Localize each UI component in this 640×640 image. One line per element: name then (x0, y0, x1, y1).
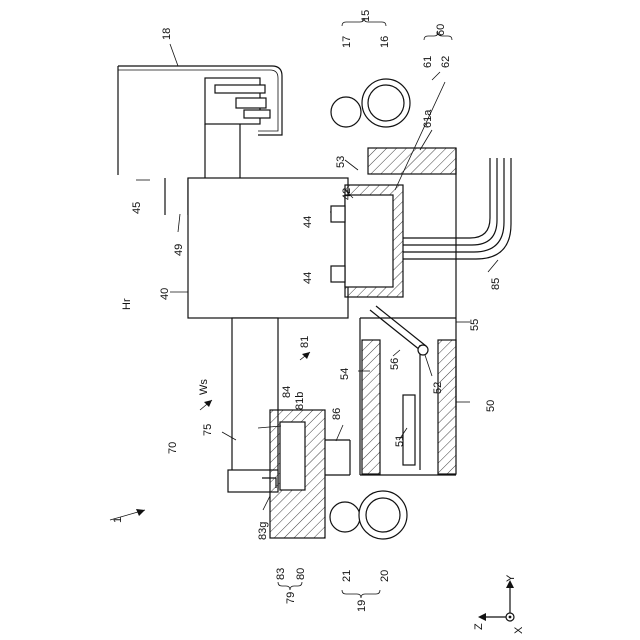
label-61: 61 (422, 56, 434, 68)
label-21: 21 (341, 570, 353, 582)
label-19: 19 (356, 600, 368, 612)
label-18: 18 (161, 28, 173, 40)
brace-79 (278, 582, 302, 590)
roller-pair-19 (330, 491, 407, 539)
coordinate-axes (478, 580, 514, 621)
label-79: 79 (285, 592, 297, 604)
label-44b: 44 (302, 272, 314, 284)
label-75: 75 (202, 424, 214, 436)
label-42: 42 (341, 188, 353, 200)
label-81: 81 (299, 336, 311, 348)
label-1: 1 (112, 517, 124, 523)
axis-label-z: Z (473, 623, 485, 630)
label-52: 52 (432, 382, 444, 394)
label-83g: 83g (257, 522, 269, 540)
label-83: 83 (275, 568, 287, 580)
label-85: 85 (490, 278, 502, 290)
label-62: 62 (440, 56, 452, 68)
body-40 (188, 178, 348, 318)
label-70: 70 (167, 442, 179, 454)
label-61a: 61a (422, 109, 434, 128)
label-Ws: Ws (198, 379, 210, 395)
label-54: 54 (339, 368, 351, 380)
label-80: 80 (295, 568, 307, 580)
bracket-assembly (205, 78, 270, 178)
label-60: 60 (435, 24, 447, 36)
label-84: 84 (281, 386, 293, 398)
label-44a: 44 (302, 216, 314, 228)
axis-label-y: Y (505, 574, 517, 582)
label-81b: 81b (294, 392, 306, 410)
label-Hr: Hr (121, 298, 133, 310)
label-16: 16 (379, 36, 391, 48)
label-15: 15 (360, 10, 372, 22)
label-56: 56 (389, 358, 401, 370)
label-40: 40 (159, 288, 171, 300)
axis-label-x: X (513, 626, 525, 634)
label-20: 20 (379, 570, 391, 582)
shaft-45 (165, 178, 188, 215)
label-55: 55 (469, 319, 481, 331)
label-49: 49 (173, 244, 185, 256)
label-45: 45 (131, 202, 143, 214)
label-51: 51 (394, 435, 406, 447)
roller-pair-15 (331, 79, 410, 127)
label-86: 86 (331, 408, 343, 420)
label-53: 53 (335, 156, 347, 168)
label-50: 50 (485, 400, 497, 412)
label-17: 17 (341, 36, 353, 48)
brace-19 (342, 590, 380, 598)
